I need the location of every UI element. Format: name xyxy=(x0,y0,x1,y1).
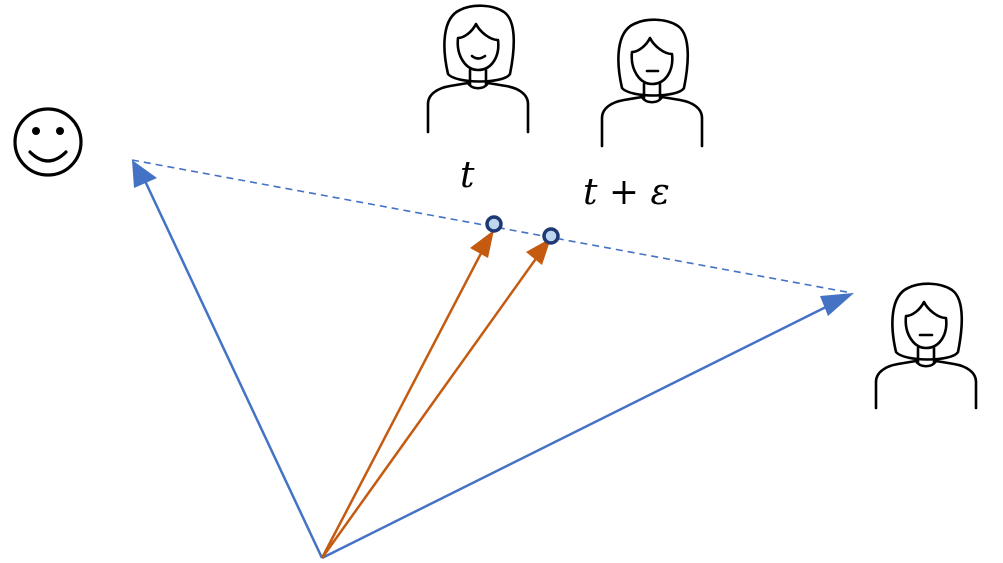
blue-vector-right xyxy=(321,295,847,560)
woman-portrait-icon xyxy=(600,18,704,148)
woman-portrait-icon xyxy=(874,282,978,410)
blue-arrowhead-right xyxy=(820,293,854,316)
orange-vector-t-eps xyxy=(320,245,547,559)
blue-arrowhead-left xyxy=(132,160,157,188)
woman-portrait-icon xyxy=(426,4,530,134)
blue-vector-left xyxy=(136,165,324,559)
orange-arrowhead-t-eps xyxy=(526,238,551,265)
orange-vector-t xyxy=(320,237,491,559)
point-t-eps xyxy=(542,227,560,245)
point-t xyxy=(485,215,503,233)
smiley-face-icon xyxy=(13,107,83,177)
label-t: t xyxy=(460,155,475,196)
orange-arrowhead-t xyxy=(470,230,494,258)
label-t-eps: t + ε xyxy=(583,172,670,213)
